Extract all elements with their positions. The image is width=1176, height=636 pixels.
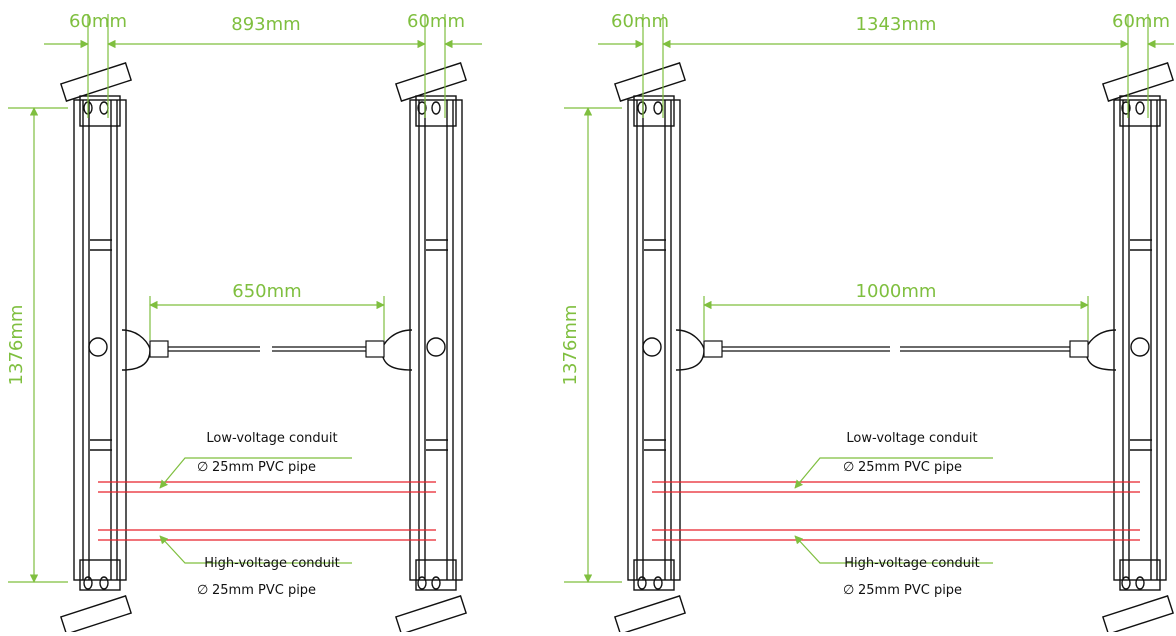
layout-right: 60mm 1343mm 60mm 1376mm 1000mm Low-volta… — [560, 11, 1174, 635]
low-voltage-title: Low-voltage conduit — [206, 431, 337, 446]
left-gap-label: 60mm — [69, 11, 127, 32]
high-voltage-pipe-label: 25mm PVC pipe — [858, 583, 962, 598]
dimensions-a — [8, 14, 482, 583]
main-width-label: 1343mm — [856, 14, 937, 35]
bolt-hole — [431, 576, 441, 590]
post-joint — [642, 337, 662, 357]
conduits-a — [98, 481, 436, 541]
height-label: 1376mm — [560, 305, 581, 386]
passage-width-label: 1000mm — [856, 281, 937, 302]
left-gap-label: 60mm — [611, 11, 669, 32]
dimensions-b — [564, 14, 1174, 583]
post-frame — [627, 99, 681, 581]
post-cap-top — [1102, 62, 1174, 102]
conduits-b — [652, 481, 1140, 541]
post-top-block — [1119, 95, 1161, 127]
barrier-arm-a — [149, 340, 385, 358]
bolt-hole — [99, 576, 109, 590]
low-voltage-pipe-label: 25mm PVC pipe — [212, 460, 316, 475]
height-label: 1376mm — [6, 305, 27, 386]
post-bottom-block — [415, 559, 457, 591]
post-bottom-block — [79, 559, 121, 591]
post-bottom-block — [1119, 559, 1161, 591]
leaders-b — [794, 457, 993, 564]
leaders-a — [159, 457, 352, 564]
bolt-hole — [1135, 101, 1145, 115]
post-joint — [88, 337, 108, 357]
bolt-hole — [83, 576, 93, 590]
bolt-hole — [653, 101, 663, 115]
post-frame — [409, 99, 463, 581]
post-top-block — [415, 95, 457, 127]
post-cap-top — [395, 62, 467, 102]
high-voltage-title: High-voltage conduit — [204, 556, 339, 571]
diameter-icon: ∅ — [843, 460, 854, 475]
right-post-b — [1085, 62, 1174, 635]
main-width-label: 893mm — [231, 14, 300, 35]
post-frame — [73, 99, 127, 581]
high-voltage-pipe-label: 25mm PVC pipe — [212, 583, 316, 598]
layout-left: 60mm 893mm 60mm 1376mm 650mm Low-voltage… — [6, 11, 482, 635]
bolt-hole — [653, 576, 663, 590]
high-voltage-title: High-voltage conduit — [844, 556, 979, 571]
right-gap-label: 60mm — [1112, 11, 1170, 32]
post-joint — [1130, 337, 1150, 357]
left-post-b — [614, 62, 705, 635]
diameter-icon: ∅ — [197, 583, 208, 598]
post-cap-bottom — [614, 595, 686, 635]
bolt-hole — [1121, 576, 1131, 590]
right-gap-label: 60mm — [407, 11, 465, 32]
post-top-block — [79, 95, 121, 127]
low-voltage-title: Low-voltage conduit — [846, 431, 977, 446]
diameter-icon: ∅ — [843, 583, 854, 598]
post-cap-top — [614, 62, 686, 102]
low-voltage-pipe-label: 25mm PVC pipe — [858, 460, 962, 475]
post-bottom-block — [633, 559, 675, 591]
bolt-hole — [637, 576, 647, 590]
bolt-hole — [417, 101, 427, 115]
post-top-block — [633, 95, 675, 127]
bolt-hole — [417, 576, 427, 590]
bolt-hole — [637, 101, 647, 115]
bolt-hole — [1135, 576, 1145, 590]
bolt-hole — [431, 101, 441, 115]
post-cap-top — [60, 62, 132, 102]
barrier-arm-b — [703, 340, 1089, 358]
post-cap-bottom — [60, 595, 132, 635]
post-joint — [426, 337, 446, 357]
post-frame — [1113, 99, 1167, 581]
post-cap-bottom — [1102, 595, 1174, 635]
passage-width-label: 650mm — [232, 281, 301, 302]
diameter-icon: ∅ — [197, 460, 208, 475]
right-post-a — [381, 62, 467, 635]
post-cap-bottom — [395, 595, 467, 635]
left-post-a — [60, 62, 151, 635]
bolt-hole — [1121, 101, 1131, 115]
